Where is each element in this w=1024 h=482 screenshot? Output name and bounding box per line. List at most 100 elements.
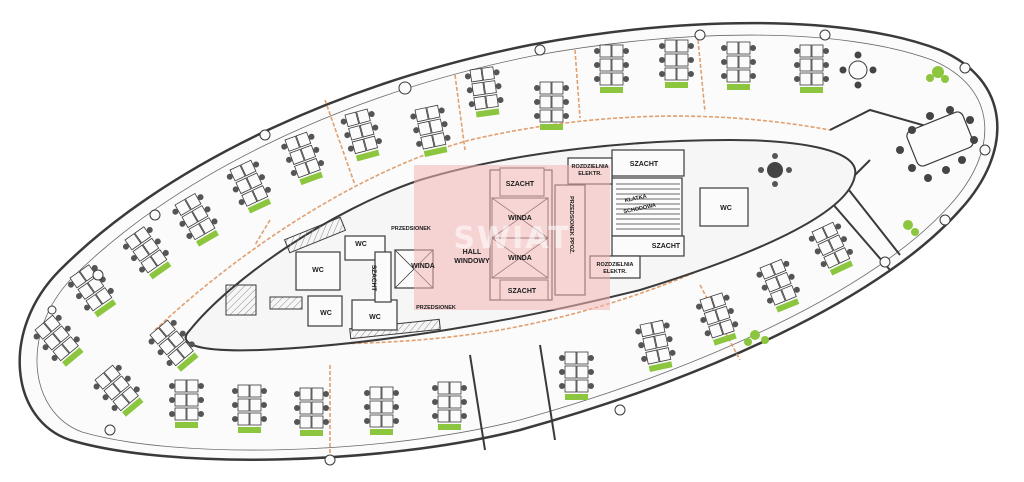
chair: [464, 73, 471, 80]
desk: [174, 198, 192, 216]
desk: [174, 379, 187, 393]
chair: [761, 284, 768, 291]
chair: [750, 73, 756, 79]
planter: [565, 394, 588, 400]
desk: [564, 365, 577, 379]
chair: [669, 349, 676, 356]
desk: [294, 162, 310, 179]
desk: [414, 107, 429, 123]
chair: [169, 397, 175, 403]
chair: [559, 383, 565, 389]
chair: [468, 101, 475, 108]
planter: [175, 422, 198, 428]
chair: [73, 336, 80, 343]
chair: [721, 45, 727, 51]
chair: [808, 235, 815, 242]
desk: [799, 44, 812, 58]
chair: [534, 99, 540, 105]
desk-cluster: [594, 44, 629, 93]
chair: [438, 107, 445, 114]
chair: [198, 397, 204, 403]
label-winda-b: WINDA: [508, 255, 532, 262]
chair: [594, 76, 600, 82]
planter: [176, 352, 199, 372]
chair: [794, 62, 800, 68]
chair: [688, 57, 694, 63]
chair: [172, 208, 179, 215]
chair: [393, 418, 399, 424]
chair: [495, 83, 502, 90]
chair: [232, 402, 238, 408]
planter: [370, 429, 393, 435]
chair: [115, 364, 122, 371]
chair: [122, 243, 129, 250]
chair: [198, 383, 204, 389]
desk: [249, 412, 262, 426]
desk: [781, 284, 797, 302]
chair: [721, 59, 727, 65]
desk-cluster: [172, 192, 219, 247]
chair: [534, 85, 540, 91]
planter: [61, 347, 84, 367]
chair: [563, 99, 569, 105]
desk: [469, 68, 484, 83]
desk-cluster: [232, 384, 267, 433]
label-wc-3: WC: [320, 310, 332, 317]
desk-cluster: [226, 159, 272, 214]
desk: [348, 125, 363, 141]
chair: [432, 399, 438, 405]
desk: [576, 379, 589, 393]
desk: [726, 55, 739, 69]
desk: [134, 226, 152, 244]
desk-cluster: [169, 379, 204, 428]
desk: [664, 53, 677, 67]
chair: [198, 411, 204, 417]
chair: [186, 232, 193, 239]
desk: [289, 148, 305, 165]
label-hall-2: WINDOWY: [454, 258, 490, 265]
desk: [381, 414, 394, 428]
desk: [311, 387, 324, 401]
desk-cluster: [635, 319, 676, 372]
plants: [744, 66, 949, 346]
planter: [94, 299, 117, 318]
chair: [197, 194, 204, 201]
chair: [179, 220, 186, 227]
chair: [641, 355, 648, 362]
desk: [764, 276, 781, 293]
chair: [253, 161, 260, 168]
chair: [154, 238, 161, 245]
chair: [107, 287, 114, 294]
desk-cluster: [281, 131, 325, 186]
chair: [170, 319, 177, 326]
desk: [676, 53, 689, 67]
desk-cluster: [432, 381, 467, 430]
chair: [133, 386, 140, 393]
desk: [311, 401, 324, 415]
chair: [823, 76, 829, 82]
desk: [249, 384, 262, 398]
desk-cluster: [534, 81, 569, 130]
planter: [665, 82, 688, 88]
chair: [563, 85, 569, 91]
chair: [594, 62, 600, 68]
desk: [564, 351, 577, 365]
desk: [645, 349, 660, 365]
watermark-text: SWIAT: [453, 221, 570, 256]
planter: [800, 87, 823, 93]
chair: [393, 390, 399, 396]
chair: [750, 59, 756, 65]
desk: [828, 234, 845, 252]
desk: [799, 72, 812, 86]
desk: [811, 44, 824, 58]
desk: [181, 211, 199, 229]
desk: [237, 398, 250, 412]
planter: [149, 261, 172, 280]
chair: [344, 132, 351, 139]
desk: [699, 296, 715, 312]
desk: [417, 120, 432, 136]
chair: [259, 174, 266, 181]
desk: [483, 80, 497, 95]
chair: [814, 248, 821, 255]
desk: [184, 192, 202, 210]
